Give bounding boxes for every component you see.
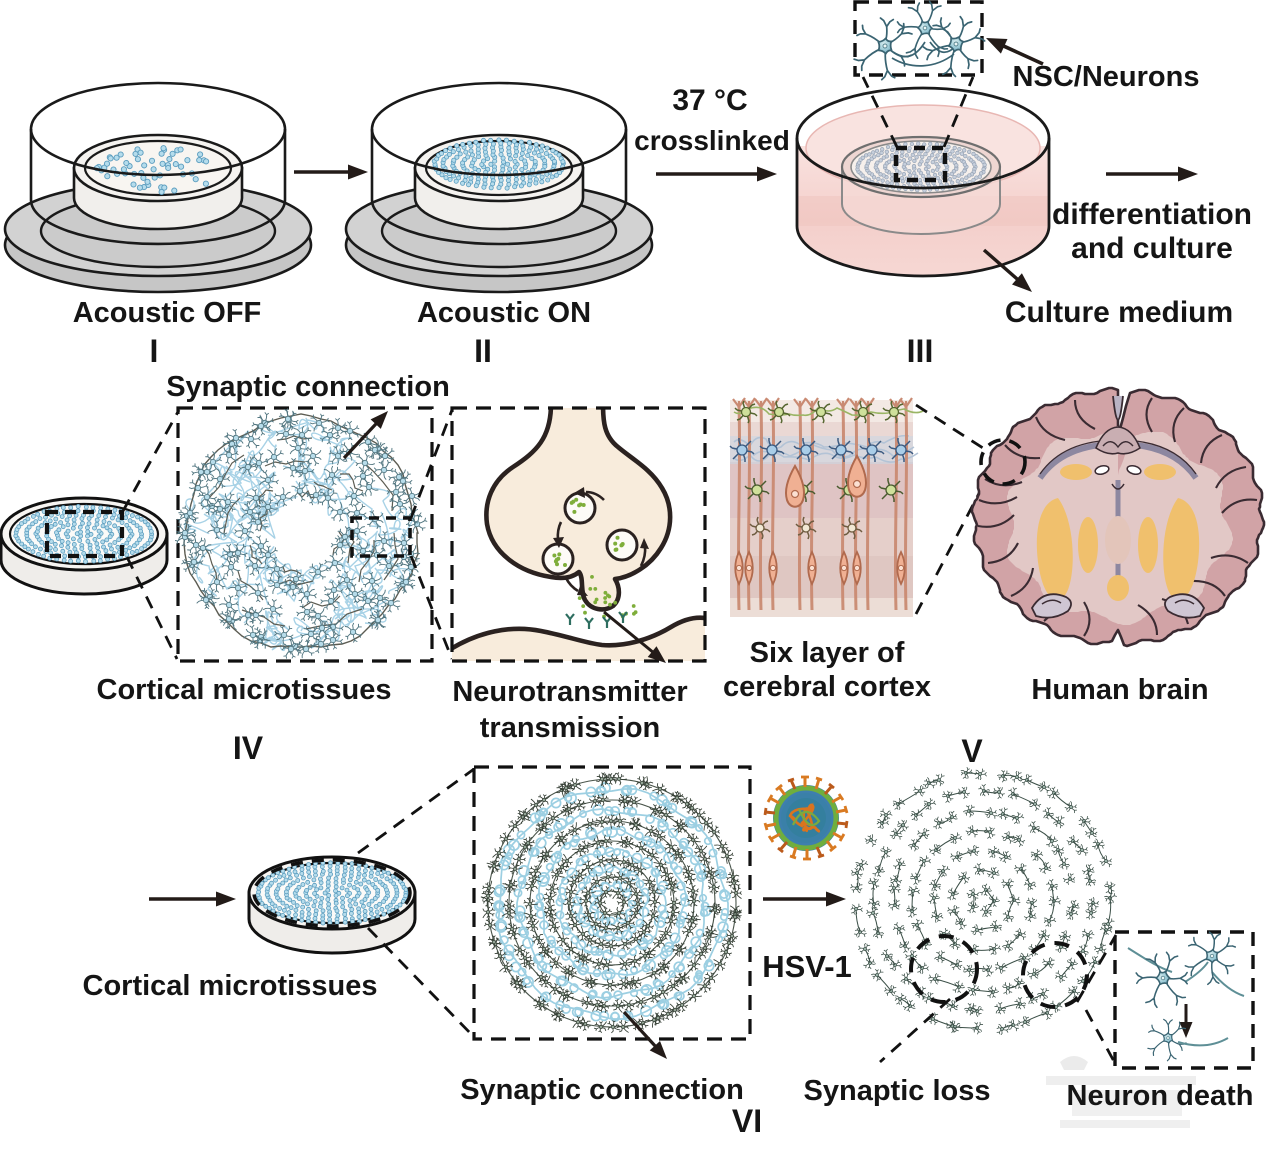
svg-text:Culture medium: Culture medium bbox=[1005, 296, 1233, 329]
svg-text:HSV-1: HSV-1 bbox=[762, 949, 852, 984]
svg-text:differentiation: differentiation bbox=[1052, 198, 1252, 231]
svg-text:Six layer of: Six layer of bbox=[750, 637, 905, 669]
svg-text:Synaptic connection: Synaptic connection bbox=[166, 371, 450, 403]
svg-text:Acoustic OFF: Acoustic OFF bbox=[73, 297, 262, 329]
svg-text:crosslinked: crosslinked bbox=[634, 125, 790, 156]
svg-text:Cortical microtissues: Cortical microtissues bbox=[83, 970, 378, 1002]
svg-text:Cortical microtissues: Cortical microtissues bbox=[97, 674, 392, 706]
svg-text:VI: VI bbox=[732, 1103, 762, 1139]
svg-text:transmission: transmission bbox=[480, 712, 661, 744]
svg-text:Human brain: Human brain bbox=[1031, 674, 1208, 706]
svg-text:and culture: and culture bbox=[1071, 232, 1233, 265]
svg-text:Synaptic loss: Synaptic loss bbox=[804, 1075, 991, 1107]
svg-text:cerebral cortex: cerebral cortex bbox=[723, 671, 931, 703]
svg-text:37 °C: 37 °C bbox=[672, 84, 747, 117]
svg-text:I: I bbox=[150, 333, 159, 369]
svg-text:IV: IV bbox=[233, 730, 264, 766]
svg-text:Neurotransmitter: Neurotransmitter bbox=[452, 676, 687, 708]
svg-text:II: II bbox=[474, 333, 492, 369]
svg-text:III: III bbox=[907, 333, 934, 369]
svg-text:Neuron death: Neuron death bbox=[1067, 1080, 1254, 1112]
svg-text:Synaptic connection: Synaptic connection bbox=[460, 1074, 744, 1106]
svg-text:Acoustic ON: Acoustic ON bbox=[417, 297, 591, 329]
svg-text:NSC/Neurons: NSC/Neurons bbox=[1013, 61, 1200, 93]
svg-text:V: V bbox=[961, 733, 983, 769]
